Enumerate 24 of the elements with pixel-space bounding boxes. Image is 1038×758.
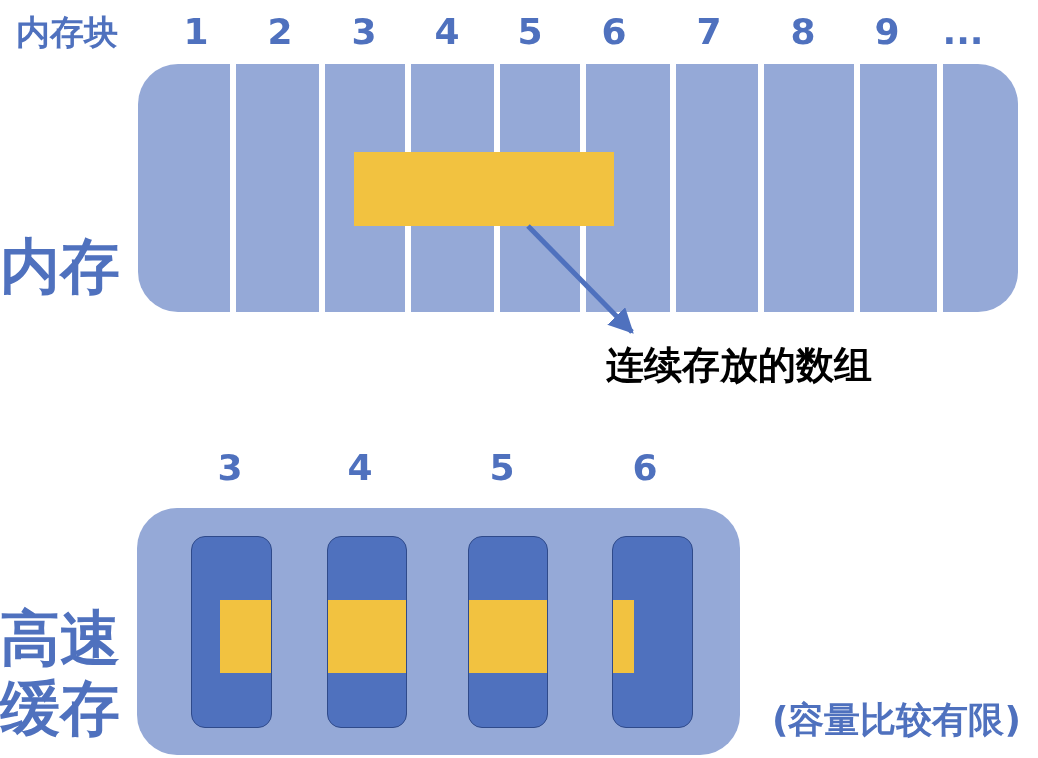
block-number: 8 xyxy=(790,14,816,50)
cache-block-number: 4 xyxy=(347,450,373,486)
block-number: 2 xyxy=(267,14,293,50)
cache-block xyxy=(191,536,272,728)
memory-title: 内存 xyxy=(0,236,120,296)
cache-block-number: 5 xyxy=(489,450,515,486)
block-number: 1 xyxy=(183,14,209,50)
capacity-note: (容量比较有限) xyxy=(772,702,1021,738)
block-number: ... xyxy=(942,14,984,50)
block-number: 5 xyxy=(517,14,543,50)
cache-block xyxy=(468,536,548,728)
cache-block xyxy=(612,536,693,728)
arrow xyxy=(526,224,634,334)
block-number: 4 xyxy=(434,14,460,50)
cache-block xyxy=(327,536,407,728)
cache-block-number: 3 xyxy=(217,450,243,486)
cache-block-number: 6 xyxy=(632,450,658,486)
block-number: 6 xyxy=(601,14,627,50)
block-number: 7 xyxy=(696,14,722,50)
array-bar xyxy=(354,152,614,226)
block-number: 9 xyxy=(874,14,900,50)
axis-title: 内存块 xyxy=(16,15,118,49)
array-caption: 连续存放的数组 xyxy=(606,346,872,384)
block-number: 3 xyxy=(351,14,377,50)
